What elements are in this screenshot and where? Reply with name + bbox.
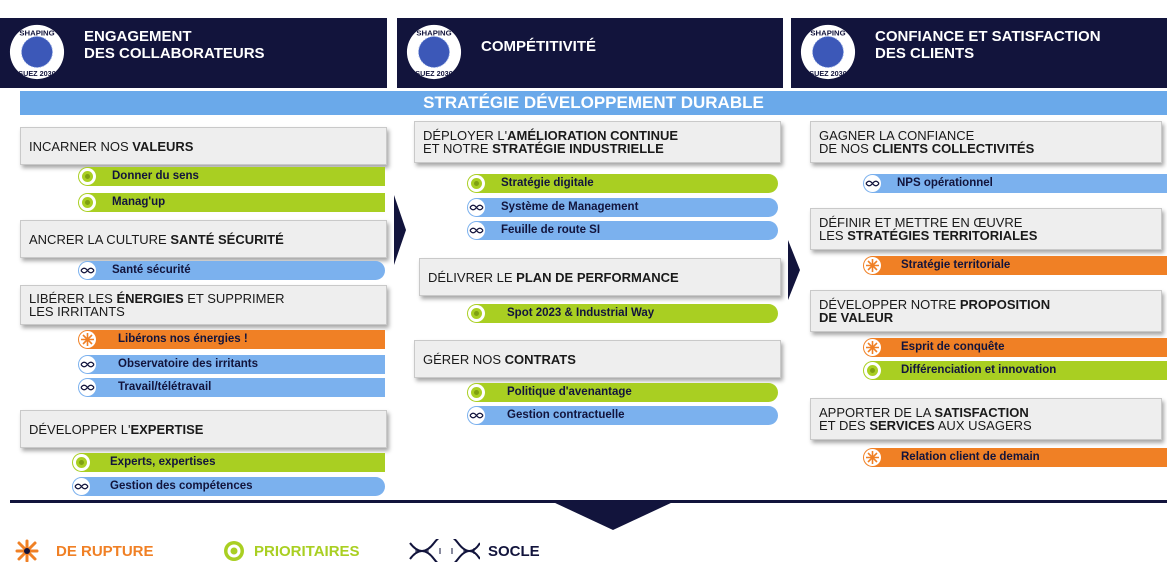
objective-contrats: GÉRER NOS CONTRATS bbox=[414, 340, 781, 378]
header-engagement: SHAPING SUEZ 2030 ENGAGEMENT DES COLLABO… bbox=[0, 18, 387, 88]
initiative-pill[interactable]: Observatoire des irritants bbox=[78, 355, 385, 374]
header-title: COMPÉTITIVITÉ bbox=[481, 38, 597, 55]
objective-plan-performance: DÉLIVRER LE PLAN DE PERFORMANCE bbox=[419, 258, 781, 296]
legend-rupture: DE RUPTURE bbox=[6, 538, 154, 562]
dna-icon bbox=[79, 262, 96, 279]
target-icon bbox=[468, 175, 485, 192]
initiative-pill[interactable]: Esprit de conquête bbox=[863, 338, 1167, 357]
header-confiance: SHAPING SUEZ 2030 CONFIANCE ET SATISFACT… bbox=[791, 18, 1167, 88]
dna-icon bbox=[468, 199, 485, 216]
target-icon bbox=[79, 194, 96, 211]
objective-energies: LIBÉRER LES ÉNERGIES ET SUPPRIMER LES IR… bbox=[20, 285, 387, 325]
shaping-suez-seal-icon: SHAPING SUEZ 2030 bbox=[9, 24, 65, 80]
target-icon bbox=[864, 362, 881, 379]
initiative-pill[interactable]: Feuille de route SI bbox=[467, 221, 778, 240]
bottom-divider bbox=[10, 500, 1167, 503]
dna-icon bbox=[468, 407, 485, 424]
svg-text:SUEZ 2030: SUEZ 2030 bbox=[415, 69, 452, 78]
initiative-pill[interactable]: NPS opérationnel bbox=[863, 174, 1167, 193]
svg-text:SHAPING: SHAPING bbox=[810, 29, 845, 38]
objective-strategies-territoriales: DÉFINIR ET METTRE EN ŒUVRE LES STRATÉGIE… bbox=[810, 208, 1162, 250]
header-title: ENGAGEMENT DES COLLABORATEURS bbox=[84, 28, 265, 62]
target-icon bbox=[73, 454, 90, 471]
target-icon bbox=[79, 168, 96, 185]
objective-amelioration-continue: DÉPLOYER L'AMÉLIORATION CONTINUE ET NOTR… bbox=[414, 121, 781, 163]
separator-arrow bbox=[394, 115, 406, 500]
initiative-pill[interactable]: Stratégie digitale bbox=[467, 174, 778, 193]
initiative-pill[interactable]: Relation client de demain bbox=[863, 448, 1167, 467]
initiative-pill[interactable]: Libérons nos énergies ! bbox=[78, 330, 385, 349]
dna-icon bbox=[79, 356, 96, 373]
legend-label: DE RUPTURE bbox=[56, 542, 154, 560]
burst-icon bbox=[79, 331, 96, 348]
initiative-pill[interactable]: Différenciation et innovation bbox=[863, 361, 1167, 380]
legend-socle: SOCLE bbox=[408, 538, 540, 562]
header-competitivite: SHAPING SUEZ 2030 COMPÉTITIVITÉ bbox=[397, 18, 783, 88]
initiative-pill[interactable]: Santé sécurité bbox=[78, 261, 385, 280]
initiative-pill[interactable]: Politique d'avenantage bbox=[467, 383, 778, 402]
objective-clients-collectivites: GAGNER LA CONFIANCE DE NOS CLIENTS COLLE… bbox=[810, 121, 1162, 163]
separator-arrow bbox=[788, 240, 800, 300]
initiative-pill[interactable]: Système de Management bbox=[467, 198, 778, 217]
initiative-pill[interactable]: Gestion contractuelle bbox=[467, 406, 778, 425]
initiative-pill[interactable]: Gestion des compétences bbox=[72, 477, 385, 496]
objective-satisfaction-usagers: APPORTER DE LA SATISFACTION ET DES SERVI… bbox=[810, 398, 1162, 440]
initiative-pill[interactable]: Manag'up bbox=[78, 193, 385, 212]
legend-prioritaires: PRIORITAIRES bbox=[222, 538, 360, 562]
shaping-suez-seal-icon: SHAPING SUEZ 2030 bbox=[406, 24, 462, 80]
burst-icon bbox=[15, 539, 39, 562]
sustainability-band: STRATÉGIE DÉVELOPPEMENT DURABLE bbox=[20, 91, 1167, 115]
dna-icon bbox=[864, 175, 881, 192]
objective-sante-securite: ANCRER LA CULTURE SANTÉ SÉCURITÉ bbox=[20, 220, 387, 258]
shaping-suez-seal-icon: SHAPING SUEZ 2030 bbox=[800, 24, 856, 80]
initiative-pill[interactable]: Travail/télétravail bbox=[78, 378, 385, 397]
svg-text:SUEZ 2030: SUEZ 2030 bbox=[809, 69, 846, 78]
dna-icon bbox=[73, 478, 90, 495]
svg-text:SHAPING: SHAPING bbox=[416, 29, 451, 38]
target-icon bbox=[224, 541, 244, 561]
legend-label: SOCLE bbox=[488, 542, 540, 560]
burst-icon bbox=[864, 257, 881, 274]
objective-proposition-valeur: DÉVELOPPER NOTRE PROPOSITION DE VALEUR bbox=[810, 290, 1162, 332]
svg-text:SUEZ 2030: SUEZ 2030 bbox=[18, 69, 55, 78]
target-icon bbox=[468, 384, 485, 401]
burst-icon bbox=[864, 449, 881, 466]
objective-expertise: DÉVELOPPER L'EXPERTISE bbox=[20, 410, 387, 448]
target-icon bbox=[468, 305, 485, 322]
initiative-pill[interactable]: Experts, expertises bbox=[72, 453, 385, 472]
legend-label: PRIORITAIRES bbox=[254, 542, 360, 560]
initiative-pill[interactable]: Spot 2023 & Industrial Way bbox=[467, 304, 778, 323]
initiative-pill[interactable]: Donner du sens bbox=[78, 167, 385, 186]
bottom-arrow bbox=[553, 502, 673, 530]
burst-icon bbox=[864, 339, 881, 356]
initiative-pill[interactable]: Stratégie territoriale bbox=[863, 256, 1167, 275]
header-title: CONFIANCE ET SATISFACTION DES CLIENTS bbox=[875, 28, 1101, 62]
objective-valeurs: INCARNER NOS VALEURS bbox=[20, 127, 387, 165]
svg-text:SHAPING: SHAPING bbox=[19, 29, 54, 38]
dna-icon bbox=[468, 222, 485, 239]
dna-icon bbox=[79, 379, 96, 396]
dna-icon bbox=[409, 539, 480, 562]
